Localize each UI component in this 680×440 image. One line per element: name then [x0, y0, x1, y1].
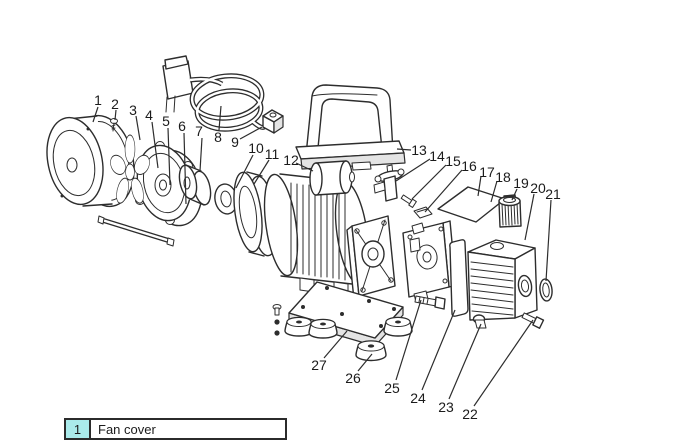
callout-line-25 — [395, 299, 422, 381]
bearing — [214, 183, 238, 215]
callout-number-10: 10 — [248, 140, 264, 156]
cover-screw — [110, 118, 118, 132]
callout-line-26 — [357, 353, 373, 372]
fan — [110, 134, 150, 204]
callout-line-3 — [135, 115, 141, 141]
drain-plug — [472, 314, 487, 329]
power-cord-coil — [189, 73, 268, 132]
callout-line-18 — [490, 180, 498, 203]
callout-number-1: 1 — [94, 92, 102, 108]
callout-number-25: 25 — [384, 380, 400, 396]
callout-number-9: 9 — [231, 134, 239, 150]
oil-case — [467, 239, 538, 321]
rotor — [178, 164, 212, 206]
callout-number-12: 12 — [283, 152, 299, 168]
callout-line-14 — [395, 158, 431, 182]
callout-line-12 — [295, 162, 314, 172]
callout-number-7: 7 — [195, 123, 203, 139]
callout-number-17: 17 — [479, 164, 495, 180]
gasket-sheet — [437, 186, 506, 223]
callout-line-19 — [511, 188, 518, 201]
callout-line-10 — [235, 154, 254, 189]
callout-number-11: 11 — [265, 146, 280, 162]
callout-line-2 — [114, 109, 117, 121]
callout-number-13: 13 — [411, 142, 427, 158]
callout-number-24: 24 — [410, 390, 426, 406]
callout-line-4 — [151, 121, 159, 169]
callout-number-8: 8 — [214, 129, 222, 145]
callout-line-1 — [92, 106, 99, 123]
callout-line-20 — [524, 193, 535, 241]
callout-line-5 — [167, 127, 171, 186]
callout-line-27 — [323, 330, 348, 359]
callout-number-4: 4 — [145, 107, 153, 123]
callout-line-15 — [411, 164, 447, 200]
power-plug — [162, 55, 194, 113]
callout-number-26: 26 — [345, 370, 361, 386]
callout-line-7 — [199, 137, 203, 172]
part-name-cell: Fan cover — [91, 420, 285, 438]
base-screws — [272, 304, 282, 336]
callout-line-9 — [239, 126, 263, 140]
callout-number-18: 18 — [495, 169, 511, 185]
callout-line-11 — [253, 159, 270, 185]
carrying-handle — [295, 84, 406, 175]
intake-fitting — [373, 164, 405, 202]
callout-number-3: 3 — [129, 102, 137, 118]
callout-number-23: 23 — [438, 399, 454, 415]
callout-line-16 — [424, 169, 463, 213]
callout-line-23 — [448, 323, 482, 400]
tie-rod — [97, 215, 175, 247]
sight-glass-ring — [539, 278, 553, 302]
rubber-feet — [284, 316, 413, 362]
callout-number-22: 22 — [462, 406, 478, 422]
part-number-cell: 1 — [66, 420, 91, 438]
callout-line-13 — [396, 148, 412, 151]
callout-number-5: 5 — [162, 113, 170, 129]
parts-table-row: 1 Fan cover — [64, 418, 287, 440]
plug-bolt-22 — [521, 312, 545, 329]
bolt-25 — [414, 295, 446, 310]
pump-module — [402, 220, 457, 303]
callout-number-15: 15 — [445, 153, 461, 169]
callout-number-27: 27 — [311, 357, 327, 373]
callout-number-6: 6 — [178, 118, 186, 134]
base-plate — [288, 281, 404, 347]
callout-line-22 — [473, 319, 534, 407]
case-gasket — [449, 239, 469, 317]
callout-line-6 — [183, 132, 187, 205]
callout-number-16: 16 — [461, 158, 477, 174]
screw-15 — [400, 194, 417, 208]
parts-table: 1 Fan cover — [64, 418, 287, 440]
callout-number-2: 2 — [111, 96, 119, 112]
pad-16 — [413, 206, 433, 219]
capacitor — [309, 160, 355, 196]
callout-line-24 — [421, 309, 456, 391]
callout-number-21: 21 — [545, 186, 561, 202]
callout-line-8 — [218, 105, 222, 131]
rear-bracket-plate — [346, 215, 396, 301]
callout-number-19: 19 — [513, 175, 529, 191]
callout-number-14: 14 — [429, 148, 445, 164]
callout-line-17 — [477, 175, 482, 197]
callout-line-21 — [545, 199, 552, 282]
oil-filler-cap — [498, 194, 522, 228]
callout-number-20: 20 — [530, 180, 546, 196]
switch — [262, 109, 284, 134]
